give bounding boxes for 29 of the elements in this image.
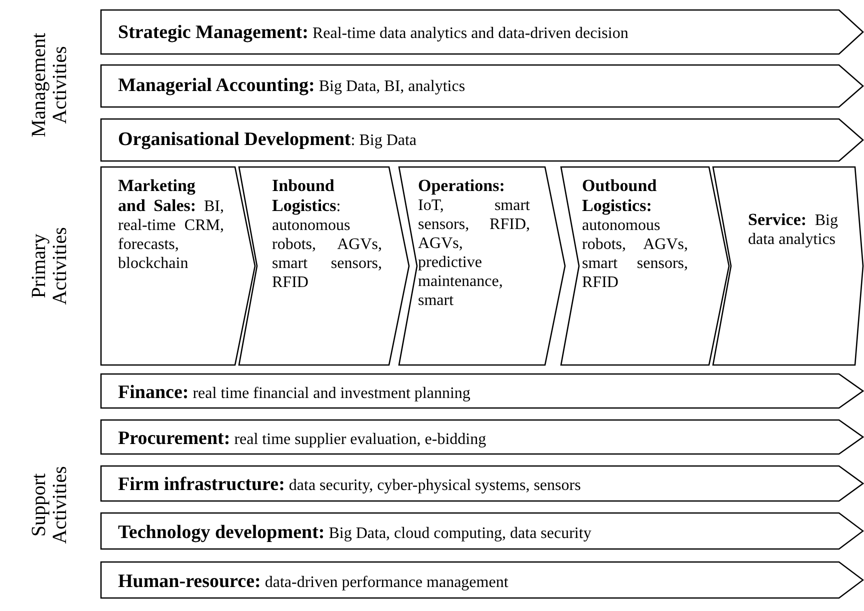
activity-text: Inbound Logistics: autonomous robots, AGVs, smart sensors, RFID [271, 175, 382, 292]
chevron-step [238, 166, 410, 366]
activity-text: Finance: real time financial and investment planning [117, 381, 472, 404]
activity-text: Outbound Logistics: autonomous robots, AGVs, smart sensors, RFID [581, 175, 688, 292]
chevron-band [100, 465, 864, 502]
section-label: Primary Activities [29, 226, 71, 307]
chevron-step [100, 166, 256, 366]
chevron-band [100, 373, 864, 409]
chevron-band [100, 561, 864, 599]
chevron-band [100, 512, 864, 550]
activity-text: Procurement: real time supplier evaluation, e-bidding [117, 427, 488, 450]
section-label: Management Activities [29, 32, 71, 140]
chevron-step [712, 166, 864, 366]
activity-text: Technology development: Big Data, cloud computing, data security [117, 521, 592, 544]
activity-text: Human-resource: data-driven performance management [117, 570, 510, 593]
activity-text: Operations: IoT, smart sensors, RFID, AGVs, predictive maintenance, smart [417, 175, 530, 310]
activity-text: Managerial Accounting: Big Data, BI, analytics [117, 74, 466, 97]
activity-text: Firm infrastructure: data security, cyber-physical systems, sensors [117, 473, 582, 496]
chevron-step [398, 166, 566, 366]
activity-text: Organisational Development: Big Data [117, 128, 418, 151]
chevron-band [100, 9, 864, 55]
chevron-band [100, 419, 864, 455]
activity-text: Marketing and Sales: BI, real-time CRM, forecasts, blockchain [117, 175, 224, 273]
chevron-band [100, 64, 864, 108]
section-label: Support Activities [29, 465, 71, 546]
chevron-step [560, 166, 730, 366]
activity-text: Service: Big data analytics [747, 209, 838, 249]
activity-text: Strategic Management: Real-time data analytics and data-driven decision [117, 21, 630, 44]
chevron-band [100, 118, 864, 162]
